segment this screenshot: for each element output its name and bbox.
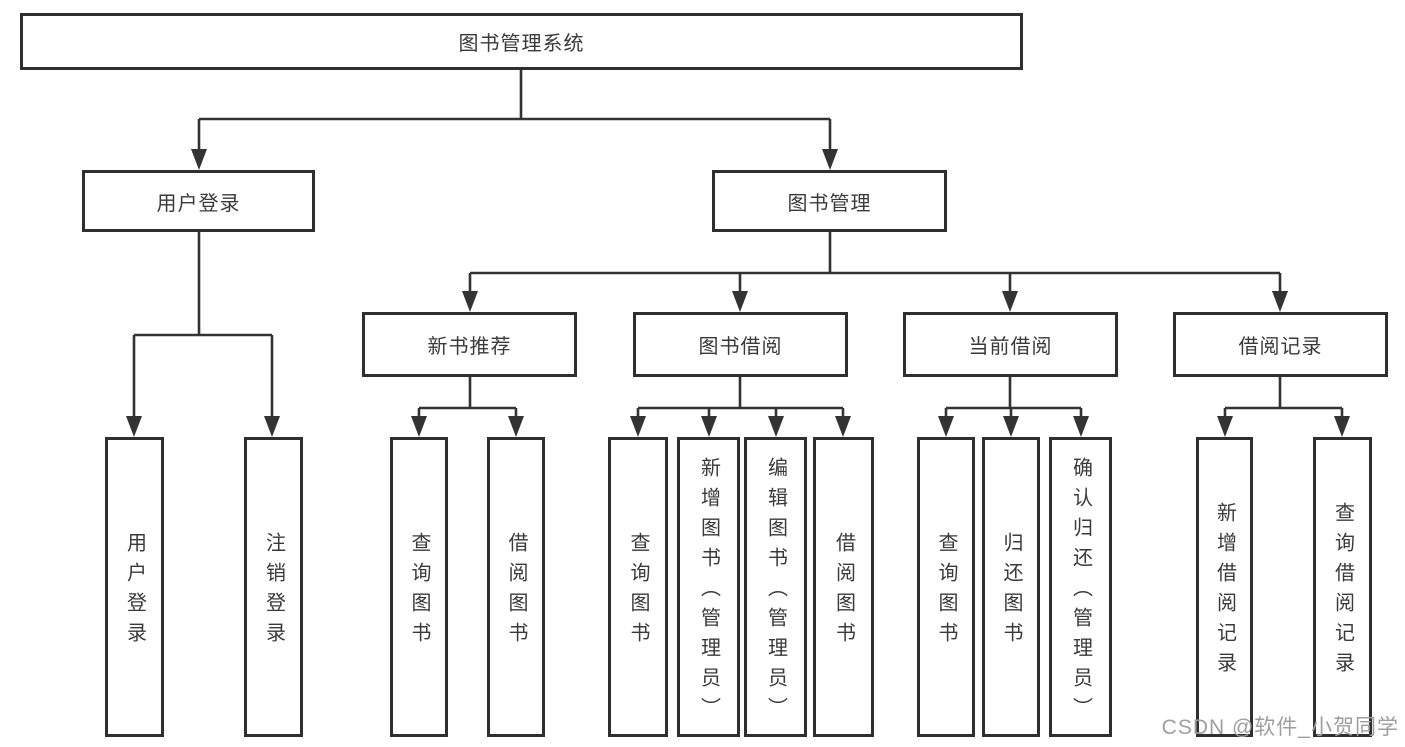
node-label: 用户登录 bbox=[123, 532, 146, 652]
node-borrow-records: 借阅记录 bbox=[1173, 312, 1388, 377]
arrow-down-icon bbox=[768, 416, 784, 437]
node-label: 图书管理 bbox=[787, 192, 872, 215]
arrow-down-icon bbox=[1217, 416, 1233, 437]
node-label: 图书借阅 bbox=[698, 336, 783, 358]
node-label: 新增借阅记录 bbox=[1213, 502, 1236, 682]
node-label: 编辑图书（管理员） bbox=[764, 457, 787, 727]
arrow-down-icon bbox=[191, 149, 207, 170]
node-label: 注销登录 bbox=[262, 532, 285, 652]
node-label: 查询借阅记录 bbox=[1331, 502, 1354, 682]
node-label: 确认归还（管理员） bbox=[1069, 457, 1092, 727]
node-label: 图书管理系统 bbox=[458, 33, 585, 55]
node-user-login: 用户登录 bbox=[82, 170, 315, 232]
node-label: 查询图书 bbox=[627, 532, 649, 652]
leaf-query-books-borrowing: 查询图书 bbox=[608, 437, 668, 737]
arrow-down-icon bbox=[732, 291, 748, 312]
arrow-down-icon bbox=[264, 416, 280, 437]
node-book-borrowing: 图书借阅 bbox=[633, 312, 848, 377]
leaf-return-book: 归还图书 bbox=[982, 437, 1040, 737]
node-label: 借阅图书 bbox=[832, 532, 855, 652]
node-label: 查询图书 bbox=[408, 532, 430, 652]
leaf-borrow-books-borrowing: 借阅图书 bbox=[813, 437, 874, 737]
leaf-borrow-books-recommend: 借阅图书 bbox=[487, 437, 545, 737]
leaf-edit-book-admin: 编辑图书（管理员） bbox=[744, 437, 807, 737]
arrow-down-icon bbox=[1272, 291, 1288, 312]
leaf-logout: 注销登录 bbox=[244, 437, 303, 737]
arrow-down-icon bbox=[1334, 416, 1350, 437]
arrow-down-icon bbox=[630, 416, 646, 437]
node-label: 用户登录 bbox=[156, 192, 241, 215]
arrow-down-icon bbox=[938, 416, 954, 437]
connector-lines bbox=[132, 69, 1344, 419]
leaf-add-book-admin: 新增图书（管理员） bbox=[677, 437, 740, 737]
leaf-query-books-current: 查询图书 bbox=[917, 437, 975, 737]
arrow-down-icon bbox=[508, 416, 524, 437]
node-label: 归还图书 bbox=[1000, 532, 1022, 652]
arrow-down-icon bbox=[411, 416, 427, 437]
node-book-management: 图书管理 bbox=[712, 170, 947, 232]
leaf-query-books-recommend: 查询图书 bbox=[390, 437, 448, 737]
arrow-down-icon bbox=[1003, 416, 1019, 437]
node-label: 新增图书（管理员） bbox=[697, 457, 720, 727]
node-label: 查询图书 bbox=[935, 532, 957, 652]
node-root: 图书管理系统 bbox=[20, 13, 1023, 70]
arrow-down-icon bbox=[462, 291, 478, 312]
leaf-query-borrow-record: 查询借阅记录 bbox=[1313, 437, 1372, 737]
node-label: 当前借阅 bbox=[968, 336, 1053, 358]
leaf-user-login: 用户登录 bbox=[105, 437, 164, 737]
arrow-down-icon bbox=[835, 416, 851, 437]
leaf-add-borrow-record: 新增借阅记录 bbox=[1196, 437, 1253, 737]
node-new-book-recommend: 新书推荐 bbox=[362, 312, 577, 377]
arrow-down-icon bbox=[822, 149, 838, 170]
node-label: 借阅记录 bbox=[1238, 336, 1323, 358]
arrow-down-icon bbox=[126, 416, 142, 437]
arrowhead-icons bbox=[126, 149, 1350, 437]
node-current-borrowing: 当前借阅 bbox=[903, 312, 1118, 377]
leaf-confirm-return-admin: 确认归还（管理员） bbox=[1049, 437, 1112, 737]
arrow-down-icon bbox=[1073, 416, 1089, 437]
node-label: 新书推荐 bbox=[427, 336, 512, 358]
arrow-down-icon bbox=[1002, 291, 1018, 312]
node-label: 借阅图书 bbox=[505, 532, 527, 652]
arrow-down-icon bbox=[701, 416, 717, 437]
watermark: CSDN @软件_小贺同学 bbox=[1161, 716, 1399, 739]
